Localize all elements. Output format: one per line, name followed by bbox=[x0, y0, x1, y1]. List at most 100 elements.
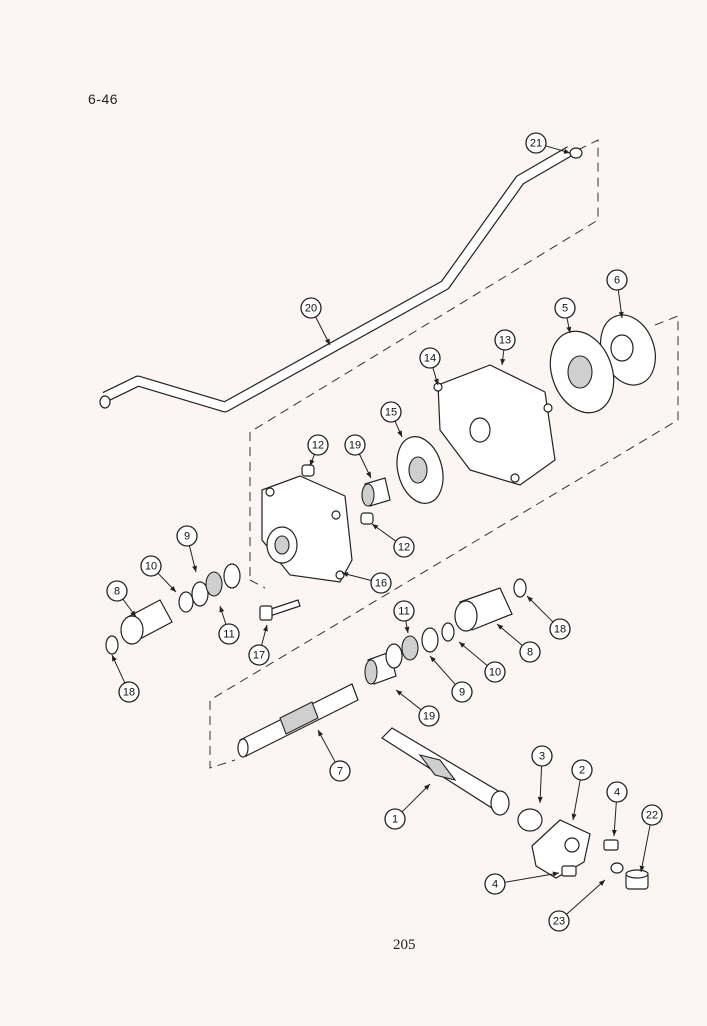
callout-circle bbox=[307, 434, 329, 456]
leader-arrowhead bbox=[397, 430, 402, 437]
callout-number: 6 bbox=[614, 275, 620, 287]
callout-number: 17 bbox=[253, 650, 265, 662]
assembly-boundary-lines bbox=[209, 139, 679, 769]
callout-c18b: 18 bbox=[111, 654, 140, 703]
callout-number: 13 bbox=[499, 335, 511, 347]
callout-c4a: 4 bbox=[606, 781, 628, 837]
leader-arrowhead bbox=[430, 656, 436, 663]
leader-arrowhead bbox=[433, 378, 439, 385]
leader-line bbox=[539, 765, 543, 804]
callout-circle bbox=[554, 297, 576, 319]
callout-number: 12 bbox=[398, 542, 410, 554]
callout-circle bbox=[484, 661, 506, 683]
leader-line bbox=[526, 595, 554, 623]
leader-arrowhead bbox=[611, 829, 617, 836]
callout-number: 9 bbox=[184, 531, 190, 543]
callout-circle bbox=[494, 329, 516, 351]
callout-c12a: 12 bbox=[307, 434, 329, 467]
part-13-cover-plate bbox=[433, 364, 556, 486]
callout-c17: 17 bbox=[248, 624, 270, 666]
part-22-plug bbox=[625, 869, 649, 890]
part-12-dowels bbox=[301, 464, 374, 525]
part-8-sleeve-upper bbox=[120, 599, 173, 645]
callout-circle bbox=[218, 623, 240, 645]
callout-number: 5 bbox=[562, 303, 568, 315]
leader-arrowhead bbox=[598, 880, 605, 886]
page-number: 205 bbox=[393, 937, 416, 953]
callout-circle bbox=[393, 600, 415, 622]
callout-c10a: 10 bbox=[140, 555, 177, 593]
callout-c20: 20 bbox=[300, 297, 331, 346]
callout-number: 8 bbox=[527, 647, 533, 659]
leader-arrowhead bbox=[537, 796, 543, 803]
callout-circle bbox=[140, 555, 162, 577]
callout-c12b: 12 bbox=[371, 523, 415, 558]
part-16-pump-housing bbox=[261, 475, 353, 583]
leader-arrowhead bbox=[618, 311, 624, 318]
leader-arrowhead bbox=[192, 565, 197, 572]
callout-circle bbox=[641, 804, 663, 826]
part-6-plate bbox=[600, 314, 656, 386]
callout-number: 19 bbox=[349, 440, 361, 452]
leader-arrowhead bbox=[552, 871, 559, 877]
leader-line bbox=[566, 879, 606, 915]
leader-arrowhead bbox=[459, 642, 466, 648]
leader-arrowhead bbox=[366, 471, 371, 478]
callout-c11b: 11 bbox=[393, 600, 415, 634]
part-9-10-11-washers-upper bbox=[178, 563, 241, 613]
leader-arrowhead bbox=[342, 572, 349, 577]
leader-arrowhead bbox=[404, 626, 410, 633]
callout-number: 18 bbox=[123, 687, 135, 699]
callout-number: 4 bbox=[614, 787, 620, 799]
leader-arrowhead bbox=[325, 338, 330, 345]
callout-number: 7 bbox=[337, 766, 343, 778]
leader-line bbox=[640, 824, 651, 873]
part-4-bolts bbox=[561, 839, 619, 877]
part-5-rotor bbox=[549, 330, 615, 414]
callout-circle bbox=[606, 781, 628, 803]
leader-arrowhead bbox=[112, 655, 117, 662]
leader-line bbox=[317, 729, 336, 763]
callout-number: 23 bbox=[553, 916, 565, 928]
callout-circle bbox=[118, 681, 140, 703]
part-21-o-ring bbox=[569, 147, 583, 159]
leader-arrowhead bbox=[263, 625, 268, 632]
callout-circle bbox=[418, 705, 440, 727]
callout-c2: 2 bbox=[571, 759, 593, 821]
callout-circle bbox=[248, 644, 270, 666]
callout-number: 1 bbox=[392, 814, 398, 826]
callout-c6: 6 bbox=[606, 269, 628, 319]
leader-line bbox=[504, 872, 560, 883]
leader-arrowhead bbox=[639, 865, 645, 872]
callout-circle bbox=[606, 269, 628, 291]
callout-c9a: 9 bbox=[176, 525, 198, 573]
callout-number: 15 bbox=[385, 407, 397, 419]
callout-c18a: 18 bbox=[526, 595, 571, 640]
callout-number: 20 bbox=[305, 303, 317, 315]
callout-circle bbox=[300, 297, 322, 319]
callout-circle bbox=[393, 536, 415, 558]
leader-arrowhead bbox=[423, 784, 430, 791]
leader-arrowhead bbox=[309, 459, 315, 466]
leader-arrowhead bbox=[170, 585, 176, 592]
leader-arrowhead bbox=[571, 813, 577, 820]
leader-arrowhead bbox=[500, 358, 506, 365]
part-18-snap-ring-lower bbox=[513, 578, 527, 598]
callout-number: 21 bbox=[530, 138, 542, 150]
part-23-washer bbox=[610, 862, 624, 874]
callout-number: 11 bbox=[223, 629, 234, 641]
callout-number: 14 bbox=[424, 353, 436, 365]
leader-line bbox=[458, 641, 488, 666]
part-7-shaft bbox=[237, 683, 359, 758]
callout-c15: 15 bbox=[380, 401, 403, 438]
callout-circle bbox=[549, 618, 571, 640]
leader-arrowhead bbox=[563, 148, 570, 154]
leader-arrowhead bbox=[372, 524, 379, 530]
part-8-sleeve-lower bbox=[454, 587, 513, 632]
part-20-suction-tube bbox=[99, 146, 573, 413]
callout-number: 12 bbox=[312, 440, 324, 452]
page-code: 6-46 bbox=[88, 91, 119, 107]
part-15-gear bbox=[396, 436, 444, 504]
